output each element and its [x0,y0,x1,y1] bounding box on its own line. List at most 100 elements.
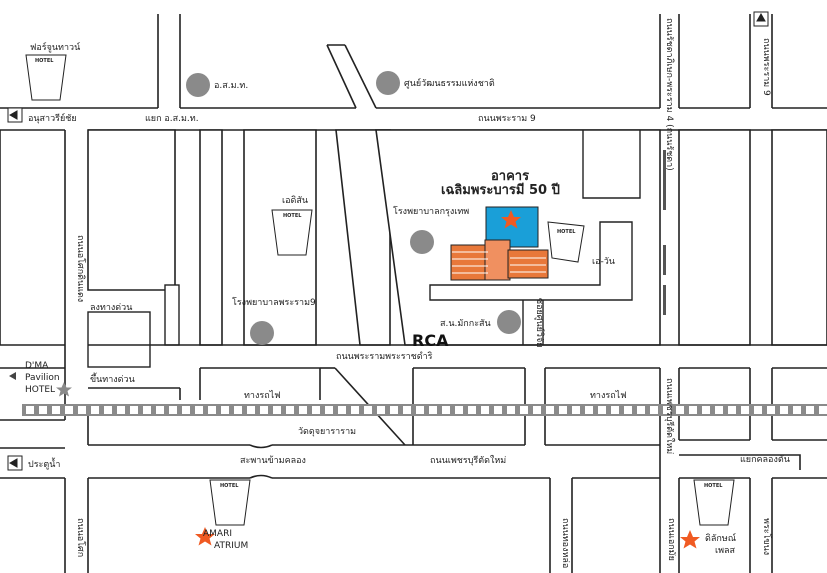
rail-tie [442,406,450,414]
rama9-label: ถนนพระราม 9 [478,114,536,124]
rail-tie [195,406,203,414]
building-title-2: เฉลิมพระบารมี 50 ปี [441,182,560,198]
svg-text:HOTEL: HOTEL [220,483,239,489]
rail-tie [754,406,762,414]
cultural-center-marker [376,71,400,95]
dma-hotel-label: HOTEL [25,385,55,395]
building-title-1: อาคาร [491,169,529,184]
rail-tie [325,406,333,414]
rail-tie [780,406,788,414]
bangkok-hospital-label-1: โรงพยาบาลกรุงเทพ [393,206,469,217]
svg-text:HOTEL: HOTEL [35,58,54,64]
rail-tie [806,406,814,414]
rail-tie [663,406,671,414]
hotel-fortune-icon: HOTEL [25,54,67,101]
osmt-label: อ.ส.ม.ท. [214,81,248,91]
longtang-duan-label: ลงทางด่วน [90,303,132,313]
svg-text:HOTEL: HOTEL [557,229,576,235]
rail-tie [689,406,697,414]
hotel-dusit-icon: HOTEL [693,479,735,526]
phetchaburi-vertical-label: ถนนเพชรบุรีตัดใหม่ [664,378,675,454]
rail-tie [52,406,60,414]
dusit-label: ดิลักษณ์ [705,532,736,544]
star-markers [56,210,700,549]
rail-tie [546,406,554,414]
rama9-hospital-road-label: ถนนพระรามพระราชดำริ [336,351,433,362]
rama9-right-label: ถนนพระราม 9 [761,38,771,96]
ratchada-label: ถนนรัชดาภิเษก-พระราม 4 (ถนนรัชดา) [664,18,675,171]
rail-tie [169,406,177,414]
rail-tie [715,406,723,414]
a-one-label: เอ-วัน [592,257,615,267]
main-building-icon: HOTEL [450,206,585,281]
rail-tie [702,406,710,414]
rail-tie [676,406,684,414]
landmark-circles [186,71,521,345]
anusawari-label: อนุสาวรีย์ชัย [28,112,77,124]
yaek-osmt-label: แยก อ.ส.ม.ท. [145,114,199,124]
rca-label: RCA [412,331,449,350]
rail-tie [143,406,151,414]
railway [22,404,827,416]
direction-arrows [7,11,769,471]
rail-tie [78,406,86,414]
pratunam-label: ประตูน้ำ [28,457,60,470]
rail-tie [624,406,632,414]
svg-text:HOTEL: HOTEL [704,483,723,489]
hotel-edison-icon: HOTEL [271,209,313,256]
bangkok-hospital-marker [410,230,434,254]
rail-tie [468,406,476,414]
rail-tie [819,406,827,414]
rail-tie [611,406,619,414]
rail-tie [286,406,294,414]
rama9-hospital-label: โรงพยาบาลพระราม9 [232,297,316,308]
railway-label-2: ทางรถไฟ [590,390,627,401]
vertical-labels: ถนนอโศกดินแดง ถนนรัชดาภิเษก-พระราม 4 (ถน… [75,18,772,568]
yaek-klong-tan-label: แยกคลองตัน [740,455,790,465]
hotel-amari-icon: HOTEL [209,479,251,526]
phetchaburi-label: ถนนเพชรบุรีตัดใหม่ [430,455,506,466]
rail-tie [416,406,424,414]
rail-tie [208,406,216,414]
rail-tie [182,406,190,414]
rail-tie [455,406,463,414]
rail-tie [247,406,255,414]
dusit-star [680,530,700,549]
rail-tie [221,406,229,414]
fortune-town-label: ฟอร์จูนทาวน์ [30,41,80,53]
rail-tie [26,406,34,414]
rail-tie [273,406,281,414]
osmt-marker [186,73,210,97]
rail-tie [507,406,515,414]
asok-din-daeng-label: ถนนอโศกดินแดง [75,235,86,302]
rail-tie [91,406,99,414]
rail-tie [520,406,528,414]
rail-tie [728,406,736,414]
thonglo-label: ถนนทองหล่อ [560,518,570,568]
rail-tie [429,406,437,414]
asok-bottom-label: ถนนอโศก [75,518,86,557]
rail-tie [650,406,658,414]
hotel-icons: HOTEL HOTEL HOTEL HOTEL [25,54,735,526]
rail-tie [390,406,398,414]
main-building-star [501,210,521,229]
dusit-place-label: เพลส [715,546,736,556]
atrium-label: ATRIUM [214,541,248,551]
inner-roads [429,130,641,345]
rail-tie [338,406,346,414]
rail-tie [377,406,385,414]
rail-tie [572,406,580,414]
dma-star [56,382,72,397]
amari-star [195,527,215,546]
wat-duang-label: วัดดุจยาราราม [298,427,356,437]
rail-tie [585,406,593,414]
rail-tie [117,406,125,414]
map-labels: ฟอร์จูนทาวน์ อ.ส.ม.ท. ศูนย์วัฒนธรรมแห่งช… [25,41,790,556]
rail-link-dashes [663,150,666,315]
rama9-hospital-marker [250,321,274,345]
cultural-center-label: ศูนย์วัฒนธรรมแห่งชาติ [404,77,495,89]
rail-tie [559,406,567,414]
rail-tie [403,406,411,414]
rail-tie [533,406,541,414]
